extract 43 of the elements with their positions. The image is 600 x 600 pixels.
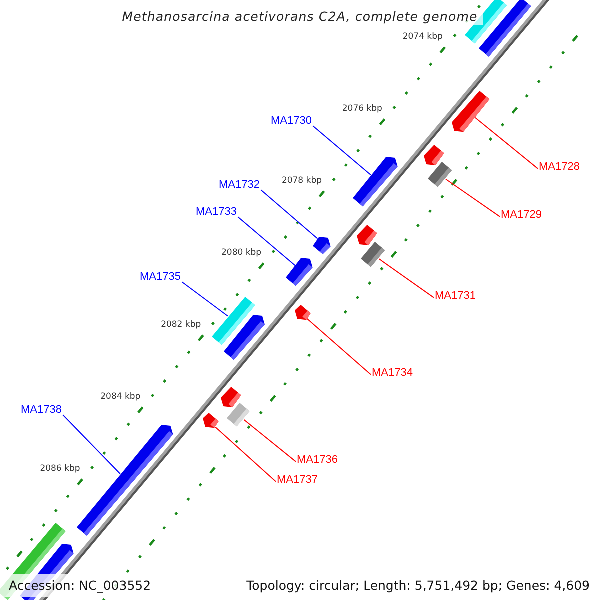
gene-block [353, 156, 398, 206]
gene-block [203, 413, 220, 428]
gene-block [424, 144, 444, 166]
gene-label: MA1730 [271, 115, 312, 128]
gene-label: MA1735 [140, 271, 181, 284]
gene-bar [478, 0, 531, 58]
gene-label: MA1733 [196, 206, 237, 219]
gene-label: MA1738 [21, 404, 62, 417]
tick-label: 2082 kbp [161, 320, 202, 330]
tick-label: 2076 kbp [342, 104, 382, 114]
gene-label: MA1737 [277, 474, 318, 487]
gene-label: MA1729 [501, 209, 542, 222]
gene-block [452, 90, 490, 132]
gene-bar [428, 162, 452, 188]
leader-line [237, 216, 296, 266]
leader-line [62, 414, 121, 474]
tick-label: 2074 kbp [402, 32, 443, 42]
leader-line [215, 426, 276, 482]
tick-label: 2084 kbp [100, 392, 141, 402]
tick-label: 2086 kbp [40, 464, 80, 474]
leader-line [181, 282, 228, 317]
gene-label: MA1731 [435, 290, 476, 303]
gene-block [286, 258, 314, 286]
leader-line [474, 117, 538, 170]
leader-line [312, 126, 372, 176]
leader-line [306, 318, 372, 376]
leader-line [446, 178, 500, 218]
gene-bar [226, 403, 250, 427]
leader-line [260, 190, 318, 240]
leader-line [244, 419, 296, 462]
gene-label: MA1728 [539, 161, 580, 174]
gene-block [313, 236, 332, 254]
gene-label: MA1736 [297, 454, 338, 467]
gene-block [224, 315, 265, 360]
gene-label: MA1732 [219, 179, 260, 192]
gene-bar [361, 242, 386, 267]
gene-block [294, 304, 310, 320]
leader-line [378, 258, 434, 298]
gene-label: MA1734 [372, 367, 413, 380]
tick-label: 2080 kbp [222, 248, 262, 258]
gene-block [220, 386, 242, 408]
tick-label: 2078 kbp [282, 176, 322, 186]
gene-block [357, 224, 378, 246]
